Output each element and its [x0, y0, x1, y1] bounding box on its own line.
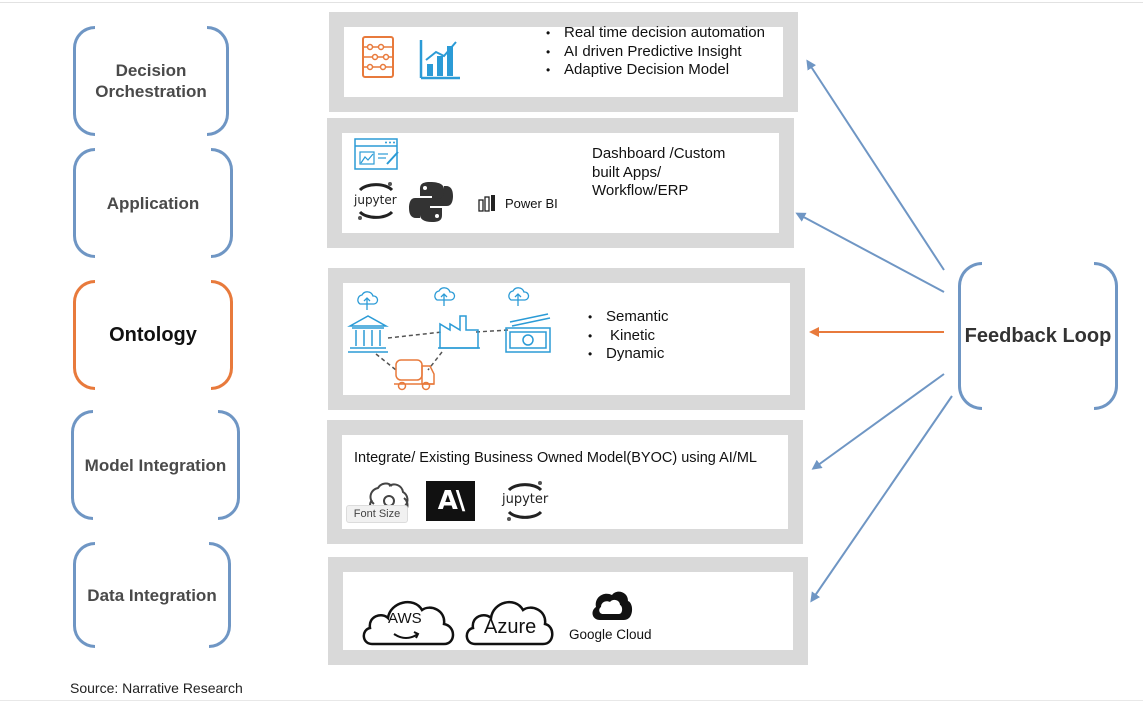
- panel-inner: [344, 27, 783, 97]
- data-panel: [328, 557, 808, 665]
- decision-bullets: •Real time decision automation •AI drive…: [546, 24, 765, 78]
- panel-inner: [342, 435, 788, 529]
- application-description: Dashboard /Custom built Apps/ Workflow/E…: [592, 145, 725, 201]
- abacus-icon: [362, 36, 394, 78]
- font-size-tooltip: Font Size: [346, 505, 408, 523]
- application-panel: [327, 118, 794, 248]
- anthropic-label: A\: [437, 486, 466, 516]
- bracket-left: [73, 26, 95, 136]
- bar-chart-icon: [419, 40, 460, 80]
- layer-label: Model Integration: [84, 455, 227, 475]
- bracket-right: [211, 148, 233, 258]
- layer-application: Application: [73, 148, 233, 258]
- bullet-text: Dynamic: [606, 345, 665, 362]
- jupyter-icon: [358, 182, 394, 220]
- bracket-right: [207, 26, 229, 136]
- jupyter-label: jupyter: [502, 492, 549, 507]
- feedback-label: Feedback Loop: [964, 324, 1112, 347]
- google-cloud-icon: [592, 591, 633, 620]
- google-cloud-label: Google Cloud: [569, 627, 652, 642]
- azure-cloud-icon: [465, 600, 554, 646]
- jupyter-icon: [507, 481, 543, 521]
- source-note: Source: Narrative Research: [70, 680, 243, 696]
- bullet-text: AI driven Predictive Insight: [564, 42, 742, 60]
- ontology-bullets: •Semantic •Kinetic •Dynamic: [588, 308, 669, 362]
- layer-data-integration: Data Integration: [73, 542, 231, 648]
- text-line: Workflow/ERP: [592, 182, 689, 199]
- layer-label: Data Integration: [87, 585, 217, 605]
- bullet-text: Adaptive Decision Model: [564, 61, 730, 78]
- powerbi-icon: [478, 195, 495, 212]
- layer-label: Application: [106, 193, 200, 213]
- bullet-text: Real time decision automation: [564, 24, 765, 41]
- factory-icon: [438, 315, 480, 349]
- bank-icon: [347, 315, 389, 353]
- cloud-upload-icon: [357, 287, 530, 310]
- arrow-to-decision: [806, 59, 945, 271]
- decision-panel: [329, 12, 798, 112]
- bracket-left: [73, 148, 95, 258]
- bullet-text: Kinetic: [610, 326, 656, 344]
- aws-cloud-icon: [362, 600, 455, 646]
- source-prefix: Source:: [70, 680, 119, 696]
- panel-inner: [343, 283, 790, 395]
- azure-label: Azure: [484, 616, 537, 638]
- feedback-loop: Feedback Loop: [958, 262, 1118, 410]
- powerbi-label: Power BI: [505, 196, 558, 211]
- layer-decision-orchestration: Decision Orchestration: [73, 26, 229, 136]
- top-divider: [0, 2, 1143, 3]
- truck-icon: [394, 359, 435, 391]
- layer-label: Ontology: [109, 323, 197, 346]
- anthropic-icon: A\: [426, 481, 475, 521]
- source-name: Narrative Research: [122, 680, 243, 696]
- text-line: Dashboard /Custom: [592, 145, 726, 162]
- ontology-panel: [328, 268, 805, 410]
- bottom-divider: [0, 700, 1143, 701]
- panel-inner: [343, 572, 793, 650]
- bullet-text: Semantic: [606, 308, 669, 325]
- bracket-right: [211, 280, 233, 390]
- money-icon: [505, 313, 551, 353]
- aws-label: AWS: [388, 610, 422, 627]
- dashboard-window-icon: [354, 138, 399, 170]
- text-line: built Apps/: [592, 163, 662, 181]
- python-icon: [409, 182, 453, 222]
- layer-label: Decision Orchestration: [95, 61, 207, 101]
- jupyter-label: jupyter: [354, 193, 397, 207]
- arrow-to-application: [795, 212, 945, 293]
- bracket-left: [73, 280, 95, 390]
- model-panel: [327, 420, 803, 544]
- layer-ontology: Ontology: [73, 280, 233, 390]
- arrow-to-data: [810, 395, 953, 603]
- ontology-network-graphic: [347, 287, 551, 391]
- arrow-to-model: [811, 373, 945, 470]
- layer-model-integration: Model Integration: [71, 410, 240, 520]
- model-title: Integrate/ Existing Business Owned Model…: [354, 450, 757, 466]
